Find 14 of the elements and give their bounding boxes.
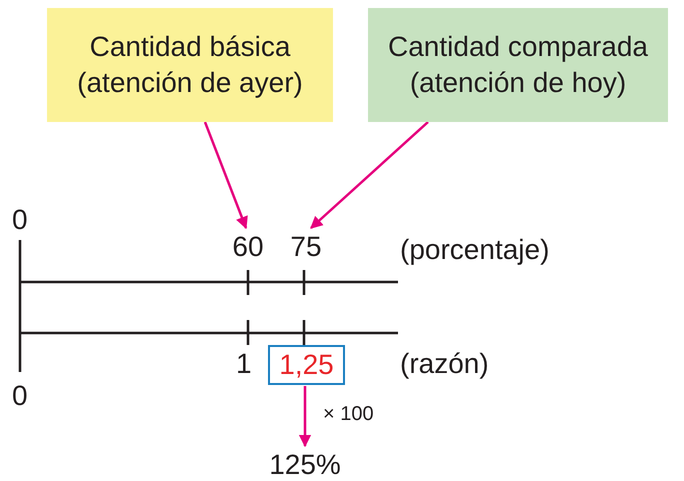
highlighted-value: 1,25 xyxy=(268,345,345,385)
result-value: 125% xyxy=(258,448,352,481)
tick-value: 60 xyxy=(226,230,270,264)
callout-box: Cantidad básica (atención de ayer) xyxy=(47,8,333,122)
zero-label: 0 xyxy=(12,206,28,234)
arrow xyxy=(204,122,248,230)
scale-name: (porcentaje) xyxy=(400,236,550,264)
scale-name: (razón) xyxy=(400,350,489,378)
zero-label: 0 xyxy=(12,382,28,410)
callout-box: Cantidad comparada (atención de hoy) xyxy=(368,8,668,122)
tick-value: 1 xyxy=(236,350,252,378)
tick-value: 75 xyxy=(284,230,328,264)
arrow xyxy=(298,386,312,448)
arrow xyxy=(310,121,429,229)
